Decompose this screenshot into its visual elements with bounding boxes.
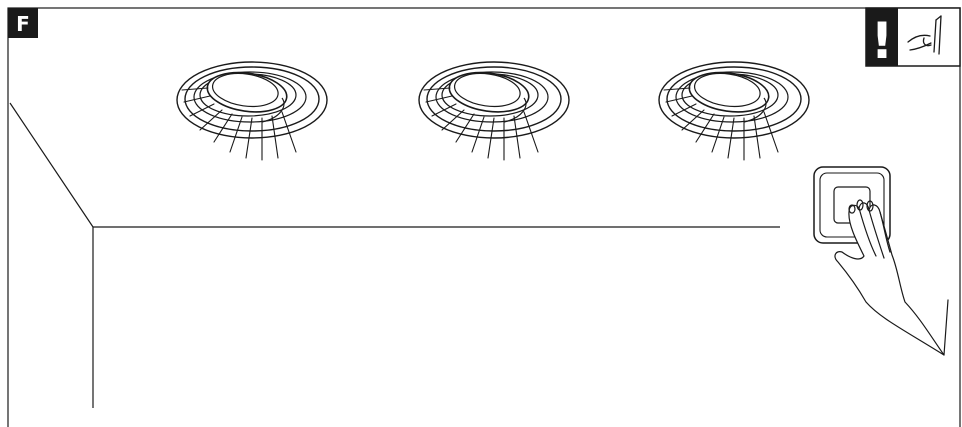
room-outline <box>10 103 780 408</box>
figure-label: F <box>8 8 38 38</box>
recessed-spotlight-icon <box>659 62 809 160</box>
exclamation-icon: ! <box>871 12 894 70</box>
hand-press-icon <box>835 200 948 355</box>
figure-label-text: F <box>16 12 30 36</box>
recessed-spotlight-icon <box>419 62 569 160</box>
ceiling-diagonal-edge <box>10 103 93 227</box>
recessed-spotlight-icon <box>177 62 327 160</box>
warning-panel: ! <box>866 8 960 70</box>
